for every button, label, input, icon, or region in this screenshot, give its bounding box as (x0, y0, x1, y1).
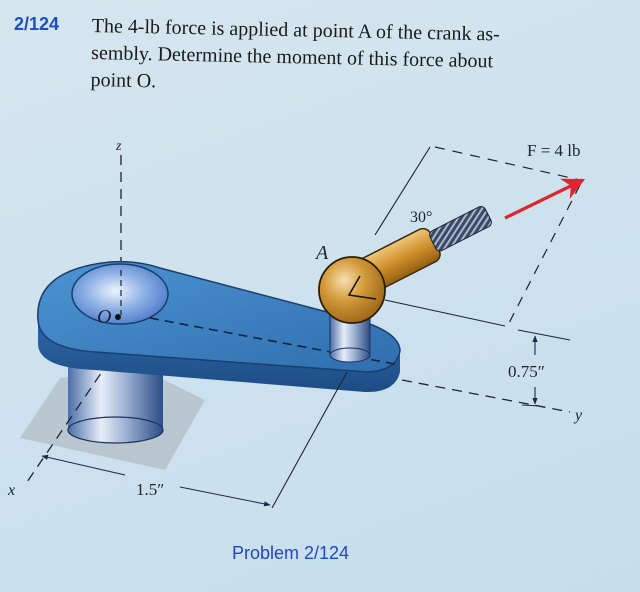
z-axis-label: z (115, 139, 122, 154)
height-dimension-label: 0.75″ (508, 362, 545, 381)
threaded-rod (429, 206, 492, 252)
force-arrow (504, 178, 586, 220)
x-axis-label: x (7, 482, 15, 499)
force-label: F = 4 lb (527, 141, 581, 160)
pivot-disk (71, 263, 169, 325)
length-dimension-label: 1.5″ (136, 480, 164, 499)
figure-caption: Problem 2/124 (232, 543, 350, 563)
point-a-label: A (314, 242, 329, 264)
angle-label: 30° (410, 209, 432, 226)
point-o-marker (115, 314, 121, 320)
problem-number: 2/124 (14, 14, 60, 34)
y-axis (401, 379, 571, 413)
point-o-label: O (97, 306, 111, 328)
y-axis-label: y (573, 407, 583, 424)
x-axis (24, 359, 111, 486)
